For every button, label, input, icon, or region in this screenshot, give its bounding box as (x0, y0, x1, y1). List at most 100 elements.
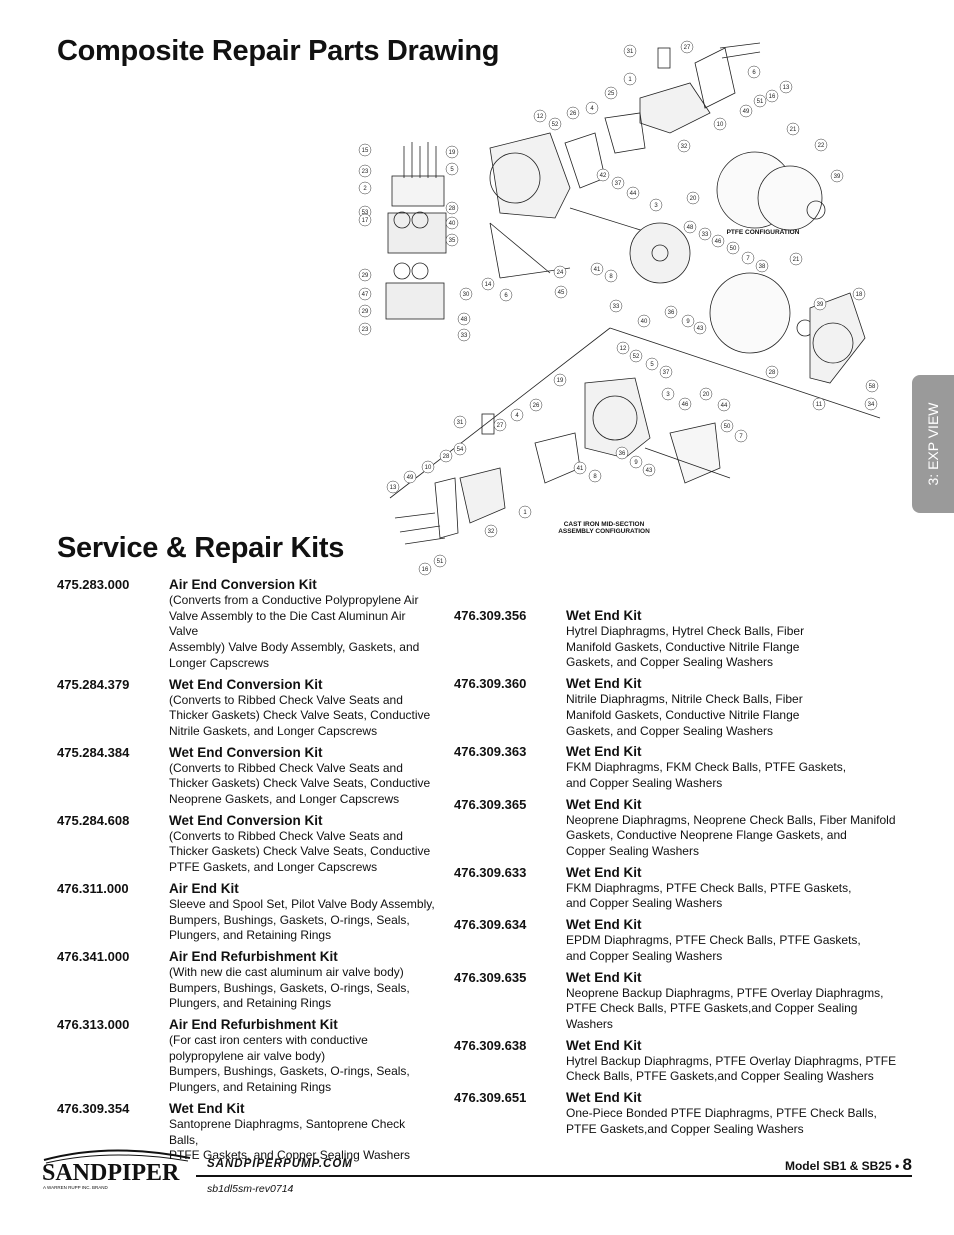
svg-text:37: 37 (663, 370, 670, 376)
kit-body: Wet End Conversion Kit(Converts to Ribbe… (169, 813, 437, 876)
svg-text:18: 18 (856, 292, 863, 298)
svg-text:3: 3 (654, 203, 658, 209)
kit-description: Sleeve and Spool Set, Pilot Valve Body A… (169, 896, 435, 943)
svg-text:7: 7 (746, 256, 750, 262)
svg-text:13: 13 (783, 85, 790, 91)
kit-part-number: 476.309.356 (454, 608, 527, 623)
model-label: Model SB1 & SB25 • (784, 1159, 900, 1173)
svg-text:44: 44 (721, 403, 728, 409)
svg-text:43: 43 (697, 326, 704, 332)
kit-title: Wet End Conversion Kit (169, 812, 323, 828)
svg-text:19: 19 (449, 150, 456, 156)
kit-description: (Converts to Ribbed Check Valve Seats an… (169, 692, 431, 738)
svg-text:10: 10 (717, 122, 724, 128)
svg-text:26: 26 (570, 111, 577, 117)
svg-text:3: 3 (666, 392, 670, 398)
kit-body: Wet End Conversion Kit(Converts to Ribbe… (169, 745, 437, 808)
svg-text:15: 15 (362, 148, 369, 154)
kit-entry: 475.283.000 Air End Conversion Kit(Conver… (57, 577, 437, 672)
svg-text:8: 8 (609, 274, 613, 280)
svg-text:31: 31 (627, 49, 634, 55)
kit-title: Wet End Kit (566, 969, 642, 985)
svg-text:4: 4 (515, 413, 519, 419)
kit-title: Air End Kit (169, 880, 239, 896)
svg-text:11: 11 (816, 402, 823, 408)
ptfe-config-label: PTFE CONFIGURATION (727, 229, 800, 236)
kit-description: Nitrile Diaphragms, Nitrile Check Balls,… (566, 692, 803, 738)
svg-text:25: 25 (608, 91, 615, 97)
kit-title: Air End Refurbishment Kit (169, 1017, 338, 1033)
kit-title: Air End Conversion Kit (169, 577, 317, 592)
svg-text:44: 44 (630, 191, 637, 197)
svg-text:33: 33 (613, 304, 620, 310)
kit-part-number: 475.283.000 (57, 577, 130, 592)
svg-text:19: 19 (557, 378, 564, 384)
svg-text:41: 41 (577, 466, 584, 472)
page-title-drawing: Composite Repair Parts Drawing (57, 35, 500, 67)
page-number: 8 (902, 1155, 912, 1174)
footer-divider (196, 1175, 912, 1177)
kit-title: Wet End Kit (566, 864, 642, 880)
svg-text:35: 35 (449, 238, 456, 244)
kit-title: Wet End Kit (566, 744, 642, 760)
svg-text:6: 6 (752, 70, 756, 76)
svg-text:23: 23 (362, 327, 369, 333)
svg-text:4: 4 (590, 106, 594, 112)
kit-description: (Converts from a Conductive Polypropylen… (169, 593, 420, 670)
svg-text:7: 7 (739, 434, 743, 440)
kit-title: Wet End Conversion Kit (169, 744, 323, 760)
svg-text:31: 31 (457, 420, 464, 426)
svg-text:14: 14 (485, 282, 492, 288)
logo-text: SANDPIPER (42, 1160, 180, 1186)
kit-part-number: 476.309.651 (454, 1090, 527, 1106)
svg-text:13: 13 (390, 485, 397, 491)
kit-part-number: 476.309.363 (454, 744, 527, 760)
svg-text:40: 40 (641, 319, 648, 325)
kit-title: Wet End Kit (169, 1100, 245, 1116)
svg-text:49: 49 (407, 475, 414, 481)
section-tab[interactable]: 3: EXP VIEW (912, 375, 954, 513)
kit-title: Wet End Kit (566, 1090, 642, 1106)
sandpiper-logo: SANDPIPER A WARREN RUPP INC. BRAND (40, 1148, 196, 1192)
kit-part-number: 476.311.000 (57, 880, 129, 896)
kit-description: FKM Diaphragms, PTFE Check Balls, PTFE G… (566, 880, 852, 911)
kit-part-number: 476.341.000 (57, 948, 130, 964)
kit-part-number: 476.309.354 (57, 1100, 130, 1116)
svg-text:58: 58 (869, 384, 876, 390)
svg-text:36: 36 (668, 310, 675, 316)
svg-text:27: 27 (684, 45, 691, 51)
svg-text:28: 28 (443, 454, 450, 460)
cast-iron-label-1: CAST IRON MID-SECTION (564, 521, 645, 528)
svg-text:39: 39 (834, 174, 841, 180)
website-link[interactable]: SANDPIPERPUMP.COM (207, 1158, 353, 1170)
svg-text:12: 12 (537, 114, 544, 120)
cast-iron-label-2: ASSEMBLY CONFIGURATION (558, 528, 650, 535)
svg-text:52: 52 (633, 354, 640, 360)
kit-description: (For cast iron centers with conductive p… (169, 1033, 410, 1095)
kit-description: Neoprene Backup Diaphragms, PTFE Overlay… (566, 985, 884, 1031)
svg-text:51: 51 (757, 99, 764, 105)
svg-text:9: 9 (686, 319, 690, 325)
kit-body: Air End Refurbishment Kit(With new die c… (169, 949, 437, 1012)
svg-text:5: 5 (650, 362, 654, 368)
svg-text:36: 36 (619, 451, 626, 457)
svg-text:53: 53 (362, 210, 369, 216)
kit-part-number: 476.309.360 (454, 676, 527, 692)
svg-text:46: 46 (715, 239, 722, 245)
